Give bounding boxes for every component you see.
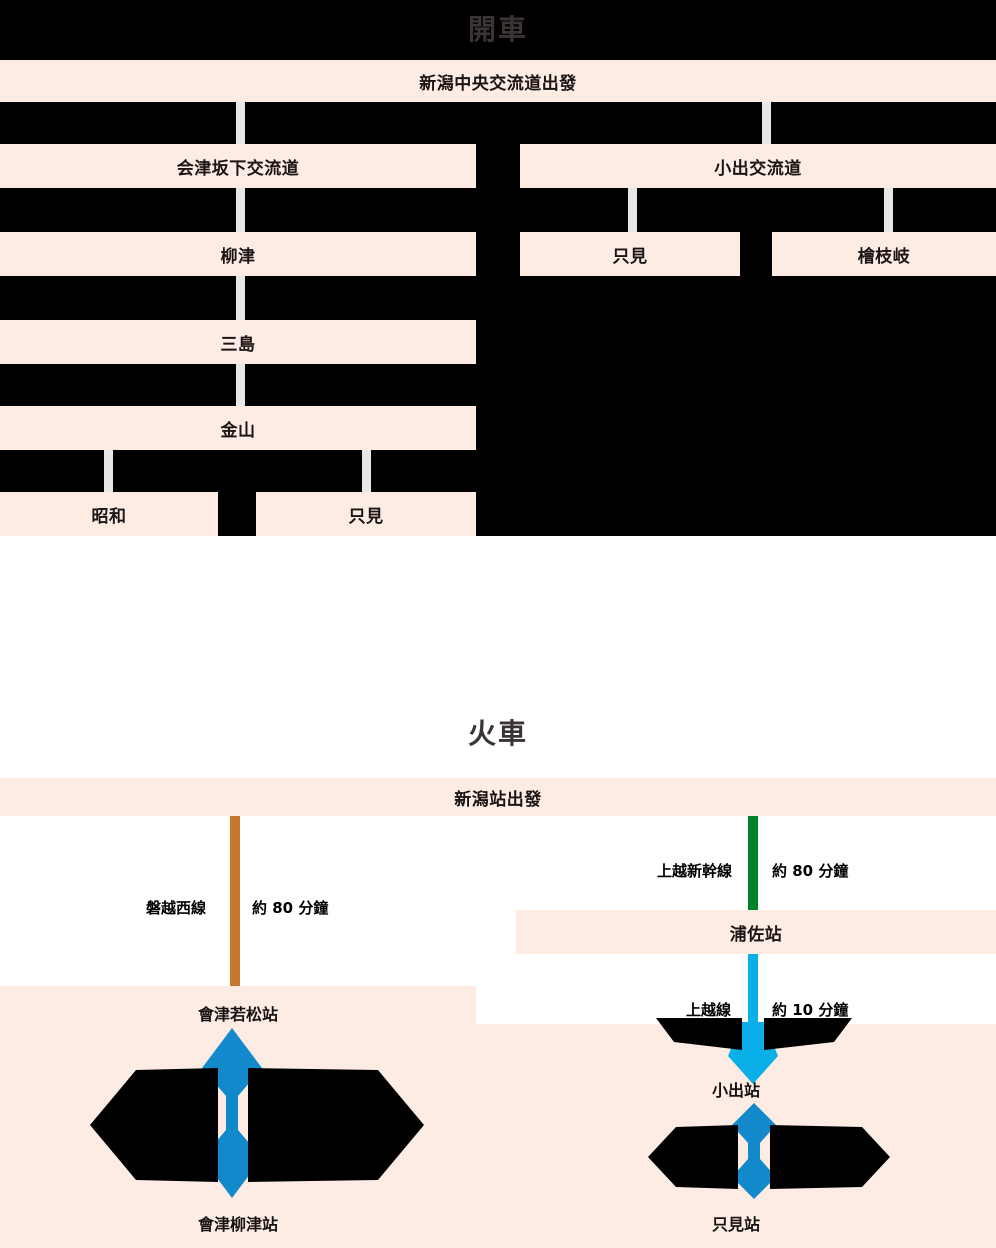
redaction-right-arrow-east bbox=[770, 1125, 890, 1189]
drive-node-mishima: 三島 bbox=[0, 320, 476, 364]
train-line-joetsu-shinkansen bbox=[748, 816, 758, 910]
drive-node-showa: 昭和 bbox=[0, 492, 218, 536]
redaction-left-arrow-east bbox=[248, 1068, 424, 1182]
drive-node-aizubange-label: 会津坂下交流道 bbox=[176, 158, 300, 179]
drive-node-kaneyama: 金山 bbox=[0, 406, 476, 450]
connector-yanaizu-to-mishima bbox=[236, 276, 245, 320]
drive-node-yanaizu-label: 柳津 bbox=[220, 246, 256, 267]
drive-node-aizubange: 会津坂下交流道 bbox=[0, 144, 476, 188]
train-station-koide-label: 小出站 bbox=[711, 1081, 760, 1100]
drive-node-kaneyama-label: 金山 bbox=[220, 420, 256, 441]
drive-node-hinoemata-label: 檜枝岐 bbox=[857, 246, 911, 267]
train-line-banetsu-west bbox=[230, 816, 240, 986]
drive-node-tadami-lower: 只見 bbox=[256, 492, 476, 536]
connector-mishima-to-kaneyama bbox=[236, 364, 245, 406]
train-station-urasa-label: 浦佐站 bbox=[729, 924, 783, 945]
connector-start-to-aizubange bbox=[236, 102, 245, 144]
drive-node-tadami-lower-label: 只見 bbox=[348, 506, 384, 527]
train-start-label: 新潟站出發 bbox=[454, 789, 542, 810]
drive-node-tadami-upper-label: 只見 bbox=[612, 246, 648, 267]
train-line-banetsu-west-label: 磐越西線 bbox=[146, 899, 207, 917]
train-line-joetsu-shinkansen-label: 上越新幹線 bbox=[657, 862, 733, 880]
train-line-joetsu-label-2: 上越線 bbox=[686, 1001, 732, 1019]
bidirectional-arrow-right bbox=[732, 1103, 776, 1199]
train-duration-banetsu-west: 約 80 分鐘 bbox=[252, 899, 329, 917]
section-title-drive: 開車 bbox=[467, 13, 528, 46]
connector-koide-to-hinoemata bbox=[884, 188, 893, 232]
white-gap-right bbox=[476, 954, 996, 1024]
connector-aizubange-to-yanaizu bbox=[236, 188, 245, 232]
redaction-right-arrow-west bbox=[648, 1125, 738, 1189]
drive-node-tadami-upper: 只見 bbox=[520, 232, 740, 276]
connector-start-to-koide bbox=[762, 102, 771, 144]
train-duration-joetsu-2: 約 10 分鐘 bbox=[772, 1001, 849, 1019]
redaction-koide-right bbox=[764, 1018, 852, 1050]
train-station-tadami-label: 只見站 bbox=[711, 1215, 760, 1234]
drive-node-koide: 小出交流道 bbox=[520, 144, 996, 188]
drive-node-hinoemata: 檜枝岐 bbox=[772, 232, 996, 276]
train-duration-joetsu-shinkansen: 約 80 分鐘 bbox=[772, 862, 849, 880]
drive-node-mishima-label: 三島 bbox=[220, 334, 256, 355]
connector-kaneyama-to-showa bbox=[104, 450, 113, 492]
redaction-koide-left bbox=[656, 1018, 742, 1050]
drive-start-label: 新潟中央交流道出發 bbox=[419, 73, 577, 94]
train-station-aizuyanaizu-label: 會津柳津站 bbox=[197, 1215, 278, 1234]
drive-node-koide-label: 小出交流道 bbox=[714, 158, 802, 179]
train-line-joetsu-lower bbox=[748, 954, 758, 1032]
train-station-band-urasa: 浦佐站 bbox=[516, 910, 996, 954]
redaction-left-arrow-west bbox=[90, 1068, 218, 1182]
section-title-train: 火車 bbox=[467, 717, 528, 750]
train-station-aizuwakamatsu-label: 會津若松站 bbox=[197, 1005, 278, 1024]
drive-node-showa-label: 昭和 bbox=[91, 506, 127, 527]
connector-kaneyama-to-tadami bbox=[362, 450, 371, 492]
connector-koide-to-tadami bbox=[628, 188, 637, 232]
drive-start-band: 新潟中央交流道出發 bbox=[0, 60, 996, 102]
drive-node-yanaizu: 柳津 bbox=[0, 232, 476, 276]
train-start-band: 新潟站出發 bbox=[0, 778, 996, 816]
